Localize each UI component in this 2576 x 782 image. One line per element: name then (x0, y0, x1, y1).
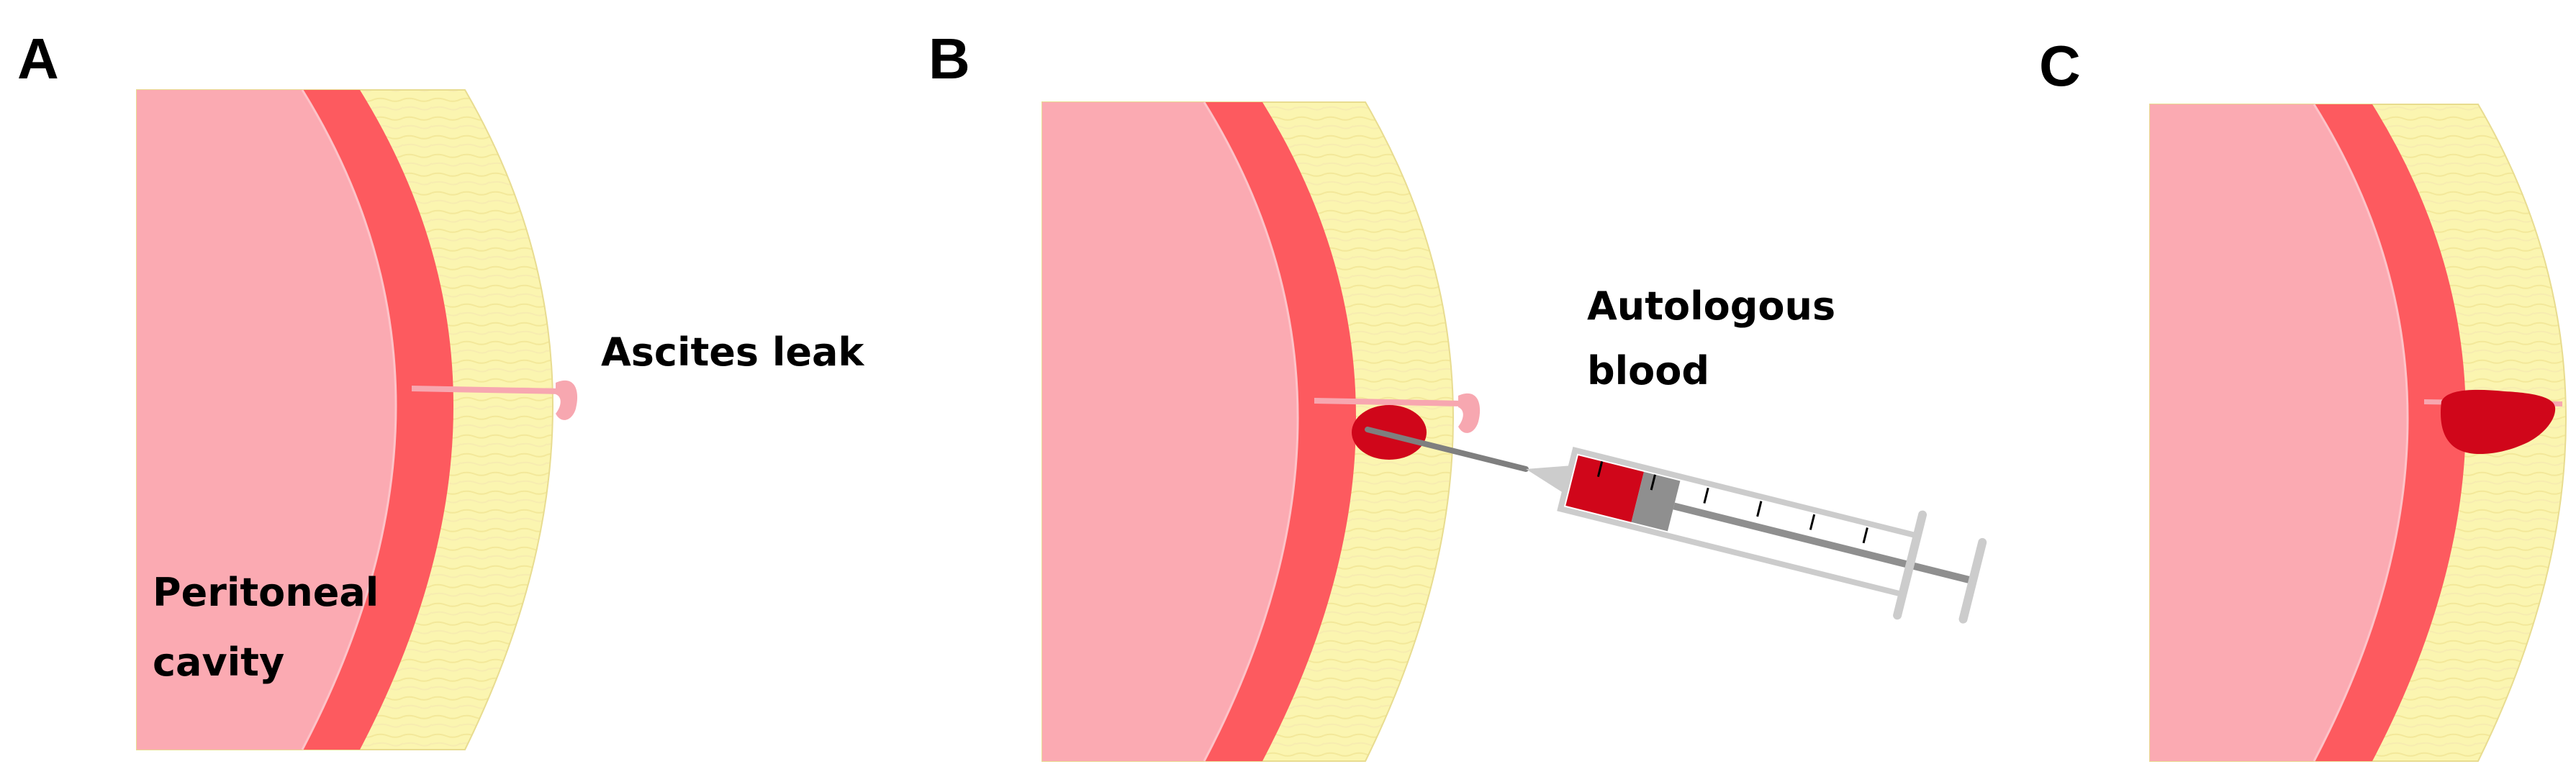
panel-a-diagram (136, 89, 578, 750)
syringe (1365, 427, 1987, 624)
autologous-blood-label-line2: blood (1587, 348, 1710, 394)
needle-hub (1526, 465, 1572, 494)
plunger-thumb-rest (1958, 537, 1987, 624)
peritoneum-inner-line (301, 89, 397, 750)
peritoneum-inner-line (2313, 104, 2409, 762)
plunger-rod (1673, 502, 1974, 585)
panel-b-diagram (1041, 101, 1987, 762)
barrel-graduation-marks (1596, 460, 1868, 544)
blood-in-barrel (1565, 455, 1644, 522)
plunger-stopper (1631, 471, 1681, 532)
panel-label-b: B (928, 27, 970, 91)
panel-label-a: A (17, 27, 59, 91)
leak-tract (1314, 398, 1465, 406)
sealing-blood-clot (2441, 389, 2556, 455)
peritoneal-cavity-label-line1: Peritoneal (153, 570, 379, 615)
peritoneal-cavity (2150, 104, 2408, 761)
panel-c-diagram (2149, 104, 2567, 762)
ascites-droplet (1458, 393, 1481, 433)
peritoneal-cavity-label-line2: cavity (153, 640, 285, 685)
panel-label-c: C (2039, 34, 2081, 98)
ascites-droplet (556, 380, 578, 420)
peritoneum-inner-line (1203, 101, 1299, 762)
syringe-needle (1365, 427, 1529, 472)
autologous-blood-label-line1: Autologous (1587, 283, 1836, 329)
barrel-finger-flange (1893, 510, 1928, 620)
peritoneal-cavity (137, 90, 396, 750)
leak-tract (412, 386, 561, 394)
peritoneal-cavity (1042, 102, 1298, 761)
ascites-leak-label: Ascites leak (601, 329, 864, 375)
